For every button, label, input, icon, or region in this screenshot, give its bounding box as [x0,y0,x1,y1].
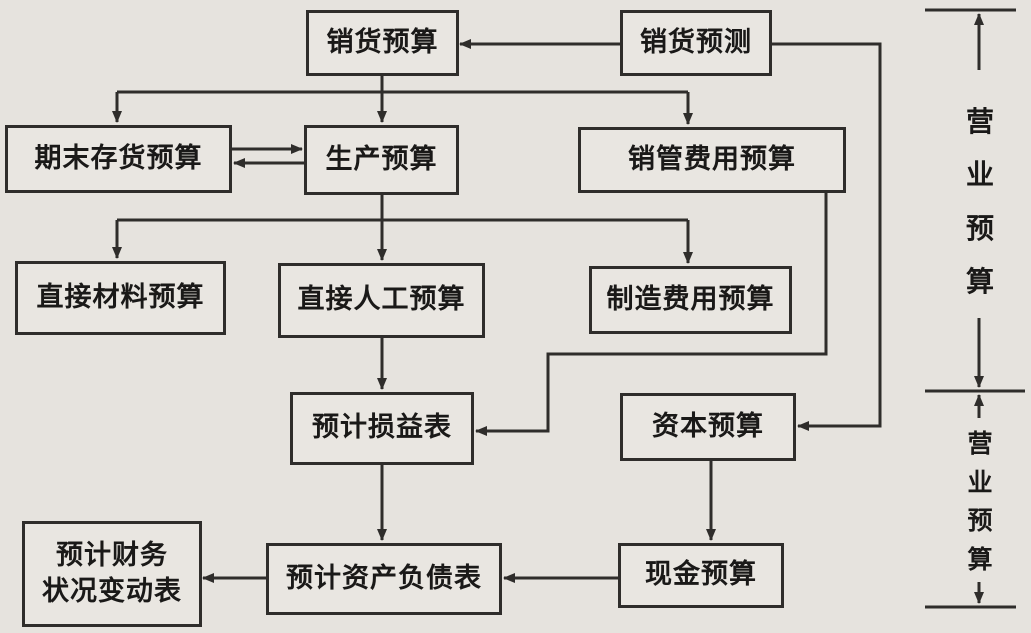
side-label-lower: 营 业 预 算 [962,424,998,576]
capital-budget-box: 资本预算 [620,393,796,461]
side-label-upper-char: 营 [965,105,994,138]
sales-budget-box: 销货预算 [306,10,459,76]
side-label-lower-char: 业 [967,467,993,497]
side-label-lower-char: 预 [967,506,993,536]
overhead-budget-box: 制造费用预算 [589,266,792,334]
arrow-selling-to-income [475,193,828,436]
ending-inventory-budget-box: 期末存货预算 [5,125,232,193]
side-label-lower-char: 营 [967,429,993,458]
side-label-upper: 营 业 预 算 [962,100,998,300]
direct-materials-budget-box: 直接材料预算 [15,261,226,335]
side-label-lower-char: 算 [967,544,993,574]
side-label-upper-char: 算 [965,264,994,298]
production-budget-box: 生产预算 [304,125,459,195]
projected-income-statement-box: 预计损益表 [290,392,474,465]
selling-admin-budget-box: 销管费用预算 [578,127,846,193]
sales-forecast-box: 销货预测 [620,10,772,76]
projected-changes-line2: 状况变动表 [42,576,182,607]
side-label-upper-char: 预 [965,211,994,245]
direct-labor-budget-box: 直接人工预算 [278,263,485,338]
projected-changes-statement-box: 预计财务 状况变动表 [22,521,202,627]
cash-budget-box: 现金预算 [618,543,784,608]
projected-changes-line1: 预计财务 [56,539,168,571]
projected-balance-sheet-box: 预计资产负债表 [266,543,502,615]
arrow-forecast-to-capital [772,42,882,431]
side-label-upper-char: 业 [965,158,994,192]
